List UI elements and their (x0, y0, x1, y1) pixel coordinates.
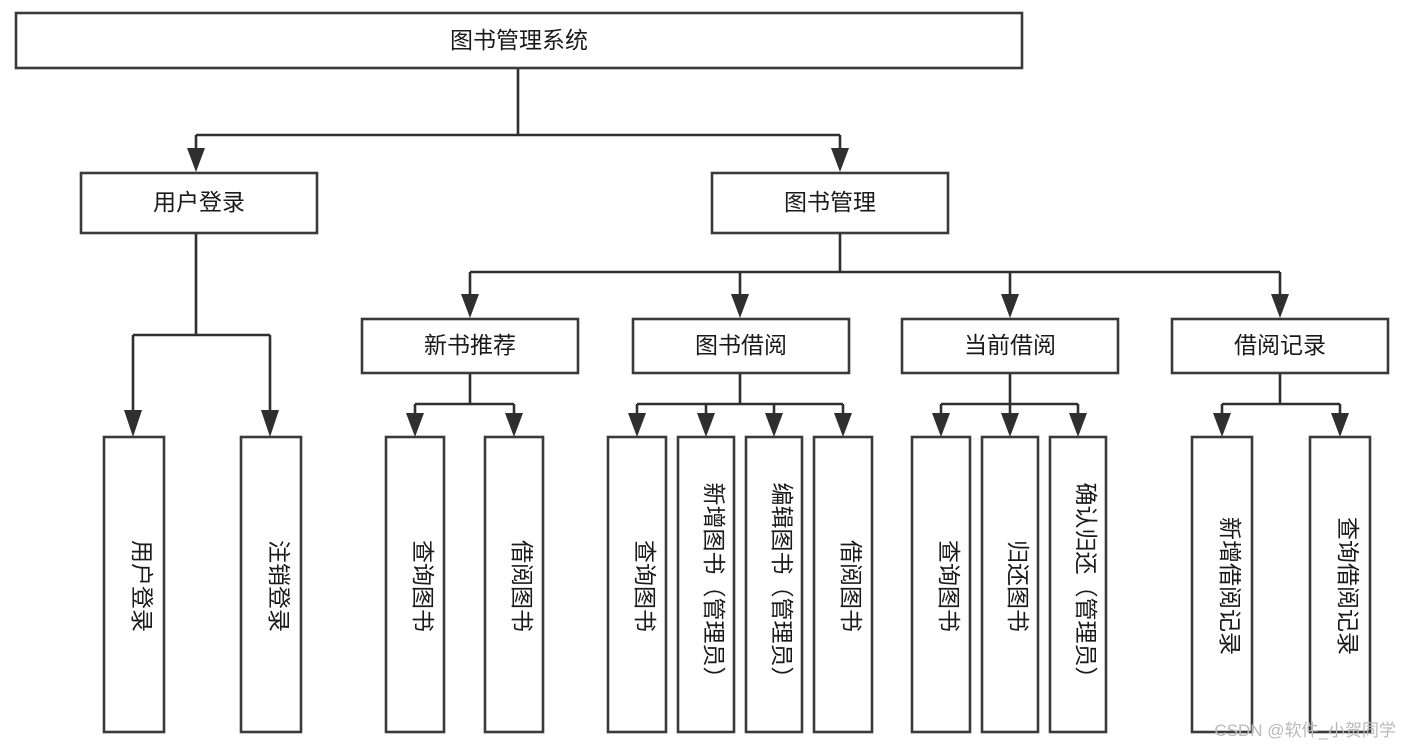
node-borrow-record-box[interactable] (1170, 317, 1390, 375)
node-leaf-book-borrow-3[interactable]: 编辑图书（管理员） (744, 435, 804, 734)
node-leaf-book-borrow-2-label: 新增图书（管理员） (701, 483, 727, 690)
node-book-borrow-box[interactable] (631, 317, 851, 375)
node-leaf-user-login-1-box[interactable] (102, 435, 166, 734)
arrow-head-new-book-recommend (461, 294, 479, 318)
connector-group-book-manage (461, 233, 1289, 318)
csdn-watermark: CSDN @软件_小贺同学 (1214, 721, 1396, 740)
node-leaf-current-borrow-1-label: 查询图书 (936, 540, 962, 632)
arrow-head-borrow-record-child-2 (1331, 413, 1349, 437)
node-leaf-current-borrow-3-box[interactable] (1048, 435, 1108, 734)
arrow-head-new-book-child-1 (406, 413, 424, 437)
node-leaf-new-book-2-box[interactable] (483, 435, 545, 734)
node-leaf-new-book-2[interactable]: 借阅图书 (483, 435, 545, 734)
node-leaf-book-borrow-1-label: 查询图书 (632, 540, 658, 632)
node-leaf-current-borrow-1[interactable]: 查询图书 (910, 435, 972, 734)
connector-group-root (187, 68, 849, 172)
node-user-login-box[interactable] (79, 171, 319, 235)
node-leaf-book-borrow-3-label: 编辑图书（管理员） (769, 483, 795, 690)
arrow-head-user-login-child-2 (261, 410, 279, 437)
arrow-head-current-borrow-child-2 (1001, 413, 1019, 437)
node-root-box[interactable] (14, 11, 1024, 70)
node-leaf-borrow-record-2-box[interactable] (1308, 435, 1372, 734)
node-current-borrow-label: 当前借阅 (964, 332, 1056, 358)
arrow-head-book-borrow (731, 294, 749, 318)
node-leaf-user-login-1[interactable]: 用户登录 (102, 435, 166, 734)
node-user-login-label: 用户登录 (153, 189, 245, 215)
node-current-borrow-box[interactable] (900, 317, 1120, 375)
node-book-manage-label: 图书管理 (784, 189, 876, 215)
node-leaf-borrow-record-1-label: 新增借阅记录 (1217, 517, 1243, 655)
arrow-head-borrow-record-child-1 (1213, 413, 1231, 437)
node-leaf-book-borrow-2-box[interactable] (676, 435, 736, 734)
arrow-head-book-manage (831, 148, 849, 172)
arrow-head-current-borrow-child-3 (1069, 413, 1087, 437)
node-root-label: 图书管理系统 (450, 27, 588, 53)
node-leaf-new-book-2-label: 借阅图书 (509, 540, 535, 632)
node-leaf-borrow-record-1[interactable]: 新增借阅记录 (1190, 435, 1254, 734)
node-leaf-borrow-record-1-box[interactable] (1190, 435, 1254, 734)
node-borrow-record-label: 借阅记录 (1234, 332, 1326, 358)
node-leaf-new-book-1-box[interactable] (384, 435, 446, 734)
node-book-manage-box[interactable] (710, 171, 950, 235)
node-book-borrow[interactable]: 图书借阅 (631, 317, 851, 375)
arrow-head-book-borrow-child-4 (834, 413, 852, 437)
node-leaf-current-borrow-3-label: 确认归还（管理员） (1073, 483, 1099, 690)
node-leaf-book-borrow-2[interactable]: 新增图书（管理员） (676, 435, 736, 734)
node-user-login[interactable]: 用户登录 (79, 171, 319, 235)
node-leaf-new-book-1-label: 查询图书 (410, 540, 436, 632)
arrow-head-current-borrow-child-1 (932, 413, 950, 437)
node-leaf-new-book-1[interactable]: 查询图书 (384, 435, 446, 734)
node-leaf-book-borrow-4-label: 借阅图书 (838, 540, 864, 632)
node-leaf-current-borrow-2-label: 归还图书 (1005, 540, 1031, 632)
arrow-head-borrow-record (1271, 294, 1289, 318)
node-leaf-current-borrow-2[interactable]: 归还图书 (980, 435, 1040, 734)
node-leaf-book-borrow-4-box[interactable] (812, 435, 874, 734)
connector-group-book-borrow (628, 373, 852, 437)
node-borrow-record[interactable]: 借阅记录 (1170, 317, 1390, 375)
arrow-head-user-login (187, 148, 205, 172)
node-leaf-user-login-2-label: 注销登录 (266, 540, 292, 632)
node-leaf-current-borrow-1-box[interactable] (910, 435, 972, 734)
node-leaf-book-borrow-1[interactable]: 查询图书 (606, 435, 668, 734)
arrow-head-book-borrow-child-3 (765, 413, 783, 437)
node-leaf-user-login-1-label: 用户登录 (129, 540, 155, 632)
node-leaf-book-borrow-3-box[interactable] (744, 435, 804, 734)
connector-group-user-login (124, 233, 279, 437)
arrow-head-user-login-child-1 (124, 410, 142, 437)
node-leaf-current-borrow-2-box[interactable] (980, 435, 1040, 734)
node-new-book-recommend-box[interactable] (360, 317, 580, 375)
node-book-borrow-label: 图书借阅 (695, 332, 787, 358)
node-new-book-recommend-label: 新书推荐 (424, 332, 516, 358)
connector-group-borrow-record (1213, 373, 1349, 437)
node-leaf-borrow-record-2[interactable]: 查询借阅记录 (1308, 435, 1372, 734)
connector-group-new-book-recommend (406, 373, 523, 437)
node-leaf-book-borrow-4[interactable]: 借阅图书 (812, 435, 874, 734)
arrow-head-book-borrow-child-2 (697, 413, 715, 437)
arrow-head-current-borrow (1001, 294, 1019, 318)
arrow-head-new-book-child-2 (505, 413, 523, 437)
arrow-head-book-borrow-child-1 (628, 413, 646, 437)
node-current-borrow[interactable]: 当前借阅 (900, 317, 1120, 375)
node-root[interactable]: 图书管理系统 (14, 11, 1024, 70)
node-leaf-user-login-2[interactable]: 注销登录 (239, 435, 303, 734)
connector-group-current-borrow (932, 373, 1087, 437)
node-leaf-user-login-2-box[interactable] (239, 435, 303, 734)
node-book-manage[interactable]: 图书管理 (710, 171, 950, 235)
node-new-book-recommend[interactable]: 新书推荐 (360, 317, 580, 375)
node-leaf-current-borrow-3[interactable]: 确认归还（管理员） (1048, 435, 1108, 734)
node-leaf-borrow-record-2-label: 查询借阅记录 (1335, 517, 1361, 655)
node-leaf-book-borrow-1-box[interactable] (606, 435, 668, 734)
